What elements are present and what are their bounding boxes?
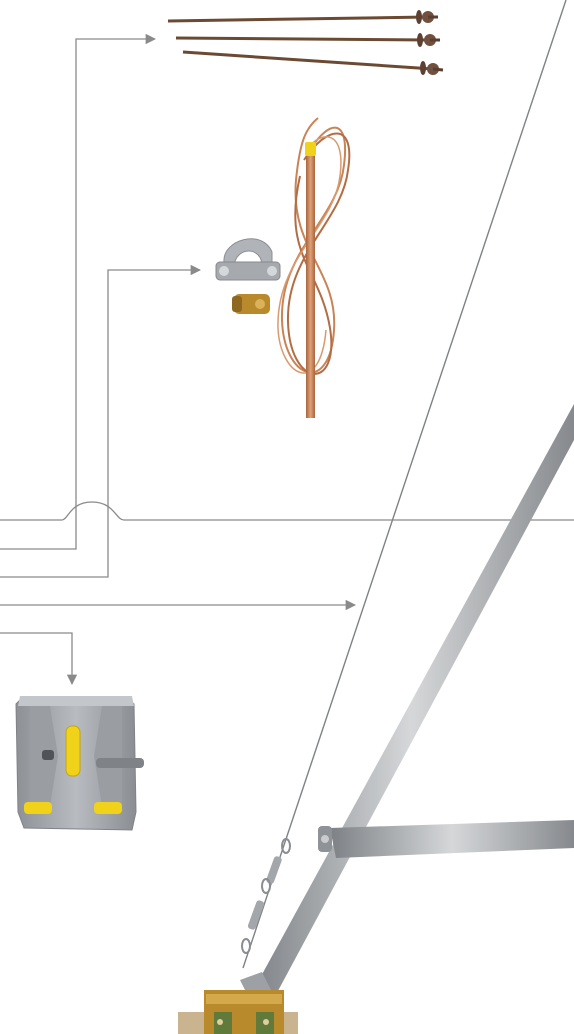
ground-rod-icon	[168, 10, 443, 75]
leader-line-mast	[0, 502, 574, 520]
ground-clamp-and-wire-icon	[216, 118, 349, 418]
bubble-level-bracket-icon	[16, 696, 144, 830]
leader-line-bracket	[0, 633, 72, 684]
leader-line-ground-rods	[0, 39, 155, 549]
turnbuckle-icon	[242, 839, 290, 953]
leader-line-clamp	[0, 270, 200, 577]
mast-pole-icon	[240, 404, 574, 1002]
base-plate-icon	[178, 990, 298, 1034]
